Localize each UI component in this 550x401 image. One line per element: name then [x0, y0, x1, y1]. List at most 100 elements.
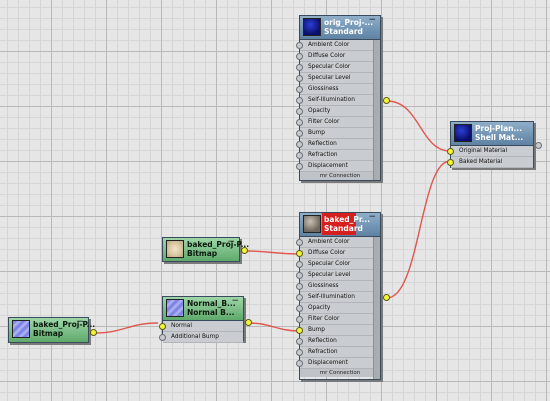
socket-icon[interactable]: [296, 64, 303, 71]
socket-icon[interactable]: [296, 75, 303, 82]
minimize-icon[interactable]: −: [368, 212, 376, 222]
socket-icon[interactable]: [296, 338, 303, 345]
node-title: baked_Proj-P...: [187, 240, 250, 249]
node-scrollbar[interactable]: [373, 237, 380, 379]
socket-icon[interactable]: [296, 305, 303, 312]
minimize-icon[interactable]: −: [368, 15, 376, 25]
socket-icon[interactable]: [159, 334, 166, 341]
socket-icon[interactable]: [296, 119, 303, 126]
baked-material-output-socket[interactable]: [383, 294, 390, 301]
orig-material-node[interactable]: orig_Proj-... Standard − Ambient Color D…: [296, 15, 381, 181]
socket-icon[interactable]: [296, 53, 303, 60]
slot-glossiness[interactable]: Glossiness: [296, 281, 380, 292]
node-header[interactable]: baked_Pr... Standard −: [300, 213, 380, 237]
slot-baked-material[interactable]: Baked Material: [447, 157, 533, 168]
shell-material-output-socket[interactable]: [535, 142, 542, 149]
footer-label: mr Connection: [319, 173, 361, 179]
slot-label: Specular Level: [308, 272, 351, 278]
slot-label: Glossiness: [308, 283, 339, 289]
shell-material-node[interactable]: Proj-Plan... Shell Mat... Original Mater…: [447, 121, 534, 168]
slot-specular-level[interactable]: Specular Level: [296, 270, 380, 281]
slot-refraction[interactable]: Refraction: [296, 347, 380, 358]
slot-specular-color[interactable]: Specular Color: [296, 62, 380, 73]
slot-label: Baked Material: [459, 159, 503, 165]
node-header[interactable]: Proj-Plan... Shell Mat...: [451, 122, 533, 146]
node-header[interactable]: baked_Proj-P... Bitmap −: [163, 237, 249, 261]
minimize-icon[interactable]: −: [76, 317, 84, 327]
slot-displacement[interactable]: Displacement: [296, 161, 380, 172]
socket-icon[interactable]: [296, 272, 303, 279]
mr-connection-rollout[interactable]: mr Connection▾: [300, 172, 380, 180]
slot-label: Specular Color: [308, 261, 351, 267]
slot-filter-color[interactable]: Filter Color: [296, 314, 380, 325]
slot-label: Filter Color: [308, 316, 340, 322]
socket-icon[interactable]: [296, 349, 303, 356]
socket-icon[interactable]: [447, 159, 454, 166]
socket-icon[interactable]: [296, 250, 303, 257]
wire-normal-bitmap-to-normal: [92, 322, 159, 334]
mr-connection-rollout[interactable]: mr Connection▾: [300, 369, 380, 377]
socket-icon[interactable]: [296, 261, 303, 268]
socket-icon[interactable]: [296, 42, 303, 49]
normal-bitmap-output-socket[interactable]: [90, 329, 97, 336]
node-header[interactable]: orig_Proj-... Standard −: [300, 16, 380, 40]
socket-icon[interactable]: [296, 97, 303, 104]
slot-ambient-color[interactable]: Ambient Color: [296, 40, 380, 51]
node-type: Normal B...: [187, 308, 235, 317]
normal-bump-output-socket[interactable]: [245, 319, 252, 326]
socket-icon[interactable]: [296, 108, 303, 115]
socket-icon[interactable]: [296, 283, 303, 290]
diffuse-bitmap-node[interactable]: baked_Proj-P... Bitmap −: [162, 237, 249, 262]
slot-label: Original Material: [459, 148, 508, 154]
slot-ambient-color[interactable]: Ambient Color: [296, 237, 380, 248]
slot-refraction[interactable]: Refraction: [296, 150, 380, 161]
slot-label: Diffuse Color: [308, 53, 346, 59]
slot-label: Glossiness: [308, 86, 339, 92]
bitmap-thumbnail: [12, 320, 30, 338]
socket-icon[interactable]: [296, 86, 303, 93]
minimize-icon[interactable]: −: [231, 296, 239, 306]
node-header[interactable]: baked_Proj-P... Bitmap −: [9, 317, 95, 342]
socket-icon[interactable]: [296, 130, 303, 137]
slot-additional-bump[interactable]: Additional Bump: [159, 332, 243, 343]
slot-bump[interactable]: Bump: [296, 325, 380, 336]
slot-opacity[interactable]: Opacity: [296, 303, 380, 314]
diffuse-bitmap-output-socket[interactable]: [241, 247, 248, 254]
slot-label: Diffuse Color: [308, 250, 346, 256]
socket-icon[interactable]: [296, 163, 303, 170]
slot-filter-color[interactable]: Filter Color: [296, 117, 380, 128]
minimize-icon[interactable]: −: [227, 237, 235, 247]
slot-reflection[interactable]: Reflection: [296, 139, 380, 150]
socket-icon[interactable]: [447, 148, 454, 155]
slot-self-illumination[interactable]: Self-Illumination: [296, 95, 380, 106]
slot-normal[interactable]: Normal: [159, 321, 243, 332]
slot-diffuse-color[interactable]: Diffuse Color: [296, 51, 380, 62]
normal-bitmap-node[interactable]: baked_Proj-P... Bitmap −: [8, 317, 95, 343]
slot-glossiness[interactable]: Glossiness: [296, 84, 380, 95]
node-title: orig_Proj-...: [324, 18, 374, 27]
node-scrollbar[interactable]: [373, 40, 380, 180]
node-header[interactable]: Normal_B... Normal B... −: [163, 297, 243, 321]
node-type: Bitmap: [187, 249, 218, 258]
socket-icon[interactable]: [296, 141, 303, 148]
slot-displacement[interactable]: Displacement: [296, 358, 380, 369]
slot-diffuse-color[interactable]: Diffuse Color: [296, 248, 380, 259]
socket-icon[interactable]: [296, 316, 303, 323]
socket-icon[interactable]: [159, 323, 166, 330]
socket-icon[interactable]: [296, 294, 303, 301]
slot-reflection[interactable]: Reflection: [296, 336, 380, 347]
socket-icon[interactable]: [296, 152, 303, 159]
slot-original-material[interactable]: Original Material: [447, 146, 533, 157]
orig-material-output-socket[interactable]: [383, 97, 390, 104]
socket-icon[interactable]: [296, 327, 303, 334]
slot-specular-color[interactable]: Specular Color: [296, 259, 380, 270]
slot-opacity[interactable]: Opacity: [296, 106, 380, 117]
slot-self-illumination[interactable]: Self-Illumination: [296, 292, 380, 303]
slot-specular-level[interactable]: Specular Level: [296, 73, 380, 84]
baked-material-node[interactable]: baked_Pr... Standard − Ambient Color Dif…: [296, 212, 381, 380]
socket-icon[interactable]: [296, 360, 303, 367]
slot-bump[interactable]: Bump: [296, 128, 380, 139]
normal-bump-node[interactable]: Normal_B... Normal B... − Normal Additio…: [159, 296, 244, 343]
socket-icon[interactable]: [296, 239, 303, 246]
node-type: Standard: [324, 224, 363, 233]
